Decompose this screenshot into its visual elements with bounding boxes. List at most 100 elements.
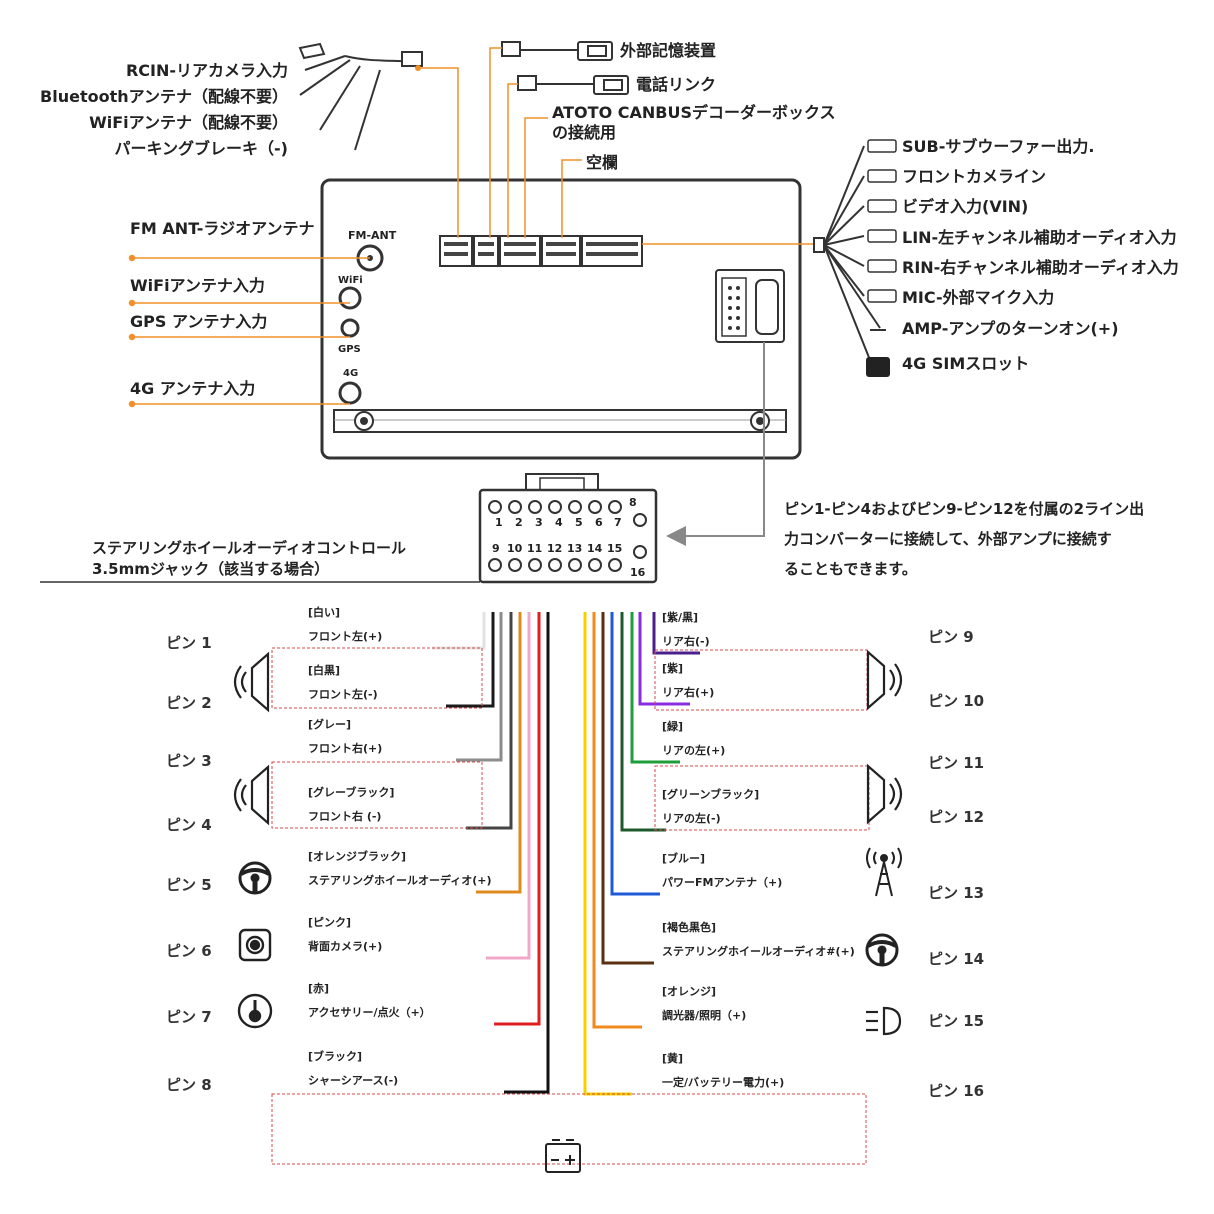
usb-cable-2 — [517, 75, 629, 95]
wire-pin-15 — [592, 612, 642, 1029]
gps-antenna-port — [340, 318, 360, 338]
pin-number-label: ピン 3 — [166, 752, 212, 770]
pin-socket — [508, 500, 522, 514]
pin-socket — [608, 558, 622, 572]
wifi-cable-label: WiFiアンテナ（配線不要） — [89, 113, 288, 132]
wire-color-label: [グレー] — [308, 717, 351, 731]
pin-number-label: ピン 10 — [928, 692, 984, 710]
pin-socket — [588, 500, 602, 514]
sub-output-label: SUB-サブウーファー出力. — [902, 137, 1094, 156]
wire-color-label: [オレンジ] — [662, 985, 716, 998]
pin-number-label: ピン 16 — [928, 1082, 984, 1100]
wire-function-label: フロント左(+) — [308, 629, 382, 643]
wire-pin-6 — [486, 612, 531, 960]
top-left-cable-bundle — [298, 42, 423, 151]
converter-note-line-3: ることもできます。 — [784, 560, 917, 578]
pin-socket — [488, 500, 502, 514]
camera-icon — [238, 928, 272, 962]
pin-num-11: 11 — [527, 542, 542, 555]
wire-pin-16 — [583, 612, 632, 1096]
front-camera-label: フロントカメライン — [902, 167, 1046, 186]
wifi-antenna-label: WiFiアンテナ入力 — [130, 276, 265, 295]
wire-pin-11 — [630, 612, 680, 764]
wire-color-label: [グレーブラック] — [308, 785, 394, 799]
lin-label: LIN-左チャンネル補助オーディオ入力 — [902, 228, 1177, 247]
fm-port-label: FM-ANT — [348, 229, 397, 242]
wire-function-label: 背面カメラ(+) — [308, 939, 382, 953]
pin-number-label: ピン 14 — [928, 950, 984, 968]
wire-function-label: シャーシアース(-) — [308, 1074, 398, 1087]
wifi-port-label: WiFi — [338, 275, 363, 286]
pin-num-6: 6 — [595, 516, 603, 529]
wire-function-label: ステアリングホイールオーディオ(+) — [308, 873, 492, 887]
wire-pin-10 — [638, 612, 690, 706]
wire-function-label: フロント左(-) — [308, 687, 378, 701]
leader-rcin — [418, 67, 459, 238]
pin-socket — [568, 500, 582, 514]
wire-function-label: リアの左(-) — [662, 811, 721, 825]
wire-color-label: [黄] — [662, 1051, 683, 1065]
wire-pin-8 — [504, 612, 550, 1094]
headlight-icon — [866, 1006, 902, 1036]
converter-note-line-2: 力コンバーターに接続して、外部アンプに接続す — [784, 530, 1112, 548]
pin-number-label: ピン 8 — [166, 1076, 212, 1094]
rin-label: RIN-右チャンネル補助オーディオ入力 — [902, 258, 1179, 277]
wire-color-label: [ブルー] — [662, 851, 705, 865]
steering-jack-label: ステアリングホイールオーディオコントロール 3.5mmジャック（該当する場合） — [40, 539, 480, 583]
pin-number-label: ピン 6 — [166, 942, 212, 960]
pin-socket — [633, 545, 647, 559]
wire-color-label: [オレンジブラック] — [308, 849, 406, 863]
steering-jack-line-2: 3.5mmジャック（該当する場合） — [92, 560, 329, 578]
blank-slot-label: 空欄 — [586, 153, 618, 172]
pin-num-4: 4 — [555, 516, 563, 529]
pin-number-label: ピン 15 — [928, 1012, 984, 1030]
phone-link-label: 電話リンク — [636, 75, 716, 94]
sim-card-icon — [866, 357, 890, 377]
wire-pin-12 — [620, 612, 666, 832]
wire-color-label: [ブラック] — [308, 1049, 362, 1063]
pin-num-14: 14 — [587, 542, 603, 555]
wire-pin-9 — [652, 612, 700, 655]
sixteen-pin-connector: 1 2 3 4 5 6 7 8 9 10 11 12 13 14 15 16 — [478, 473, 658, 584]
wire-pin-3 — [456, 612, 503, 762]
pin-num-1: 1 — [495, 516, 503, 529]
converter-arrow — [666, 342, 765, 546]
steering-wheel-icon — [238, 861, 272, 895]
antenna-labels: FM ANT-ラジオアンテナ WiFiアンテナ入力 GPS アンテナ入力 4G … — [128, 219, 370, 408]
pin-socket — [528, 500, 542, 514]
right-output-labels: SUB-サブウーファー出力. フロントカメライン ビデオ入力(VIN) LIN-… — [902, 137, 1179, 373]
wire-function-label: 調光器/照明（+) — [662, 1008, 746, 1022]
wire-color-label: [紫/黒] — [662, 610, 698, 624]
wire-function-label: ステアリングホイールオーディオ#(+) — [662, 944, 855, 958]
wire-function-label: パワーFMアンテナ（+) — [662, 876, 782, 889]
gps-port-label: GPS — [338, 344, 361, 355]
pin-num-13: 13 — [567, 542, 582, 555]
head-unit: FM-ANT WiFi GPS 4G — [320, 178, 802, 460]
wire-color-label: [紫] — [662, 661, 683, 675]
pin-num-10: 10 — [507, 542, 523, 555]
wifi-antenna-port — [338, 286, 362, 310]
leader-canbus — [524, 117, 548, 238]
amp-label: AMP-アンプのターンオン(+) — [902, 319, 1119, 338]
pin-socket — [568, 558, 582, 572]
pin-number-label: ピン 1 — [166, 634, 212, 652]
wire-function-label: リア右(-) — [662, 634, 710, 648]
steering-jack-line-1: ステアリングホイールオーディオコントロール — [92, 539, 406, 557]
leader-blank — [561, 159, 582, 238]
wire-function-label: リアの左(+) — [662, 743, 725, 757]
antenna-tower-icon — [866, 847, 902, 897]
wire-color-label: [ピンク] — [308, 916, 351, 929]
pin-number-label: ピン 11 — [928, 754, 984, 772]
canbus-label-1: ATOTO CANBUSデコーダーボックス — [552, 103, 836, 122]
pin-number-label: ピン 7 — [166, 1008, 212, 1026]
converter-note-line-1: ピン1-ピン4およびピン9-ピン12を付属の2ライン出 — [784, 500, 1144, 518]
pin-num-7: 7 — [614, 516, 622, 529]
pin-number-label: ピン 2 — [166, 694, 212, 712]
top-connector-labels: 外部記憶装置 電話リンク ATOTO CANBUSデコーダーボックス の接続用 … — [552, 41, 836, 172]
pin-socket — [633, 513, 647, 527]
steering-wheel-icon — [865, 933, 899, 967]
wire-pin-5 — [476, 612, 522, 894]
sim-slot-label: 4G SIMスロット — [902, 354, 1029, 373]
canbus-label-2: の接続用 — [552, 123, 616, 142]
pin-number-label: ピン 9 — [928, 628, 974, 646]
